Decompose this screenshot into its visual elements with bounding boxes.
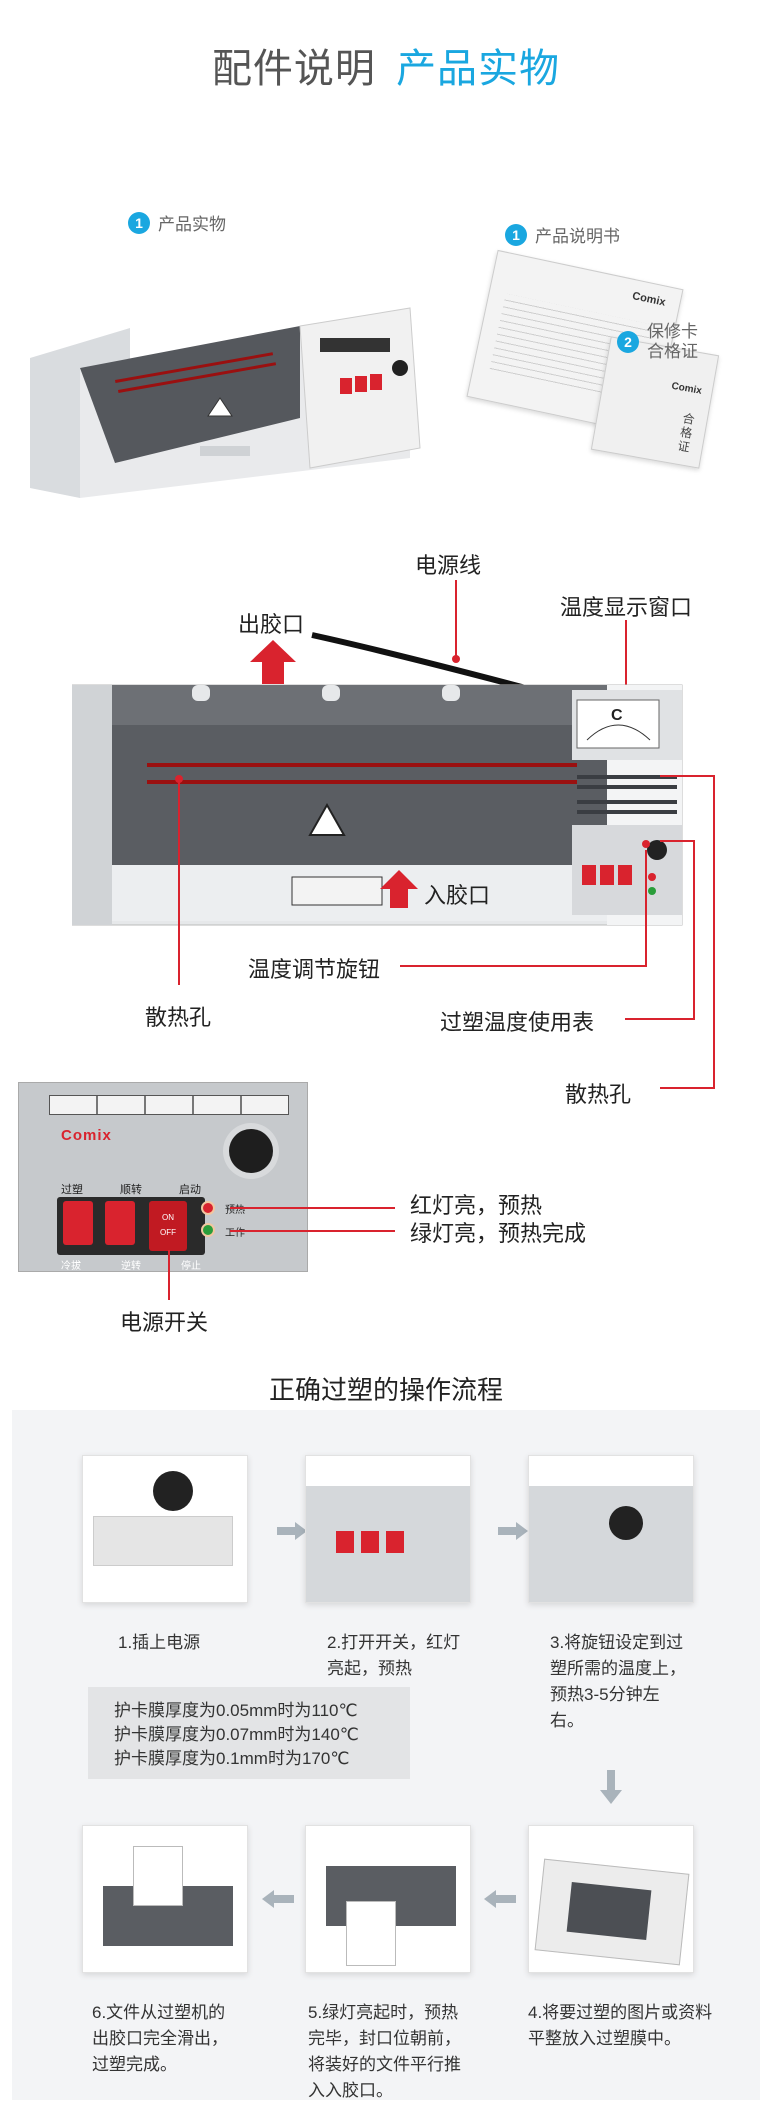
- switch-direction[interactable]: [105, 1201, 135, 1245]
- switch-label-start: 启动: [179, 1184, 201, 1196]
- page-title-gray: 配件说明: [211, 47, 376, 91]
- power-switch[interactable]: ON OFF: [149, 1201, 187, 1251]
- label-power-cord: 电源线: [415, 553, 482, 578]
- arrow-left-icon: [484, 1890, 516, 1908]
- green-lamp: [201, 1223, 215, 1237]
- accessory-warranty-label: 保修卡 合格证: [647, 322, 698, 362]
- step-4-image: [528, 1825, 694, 1973]
- product-photo: [30, 307, 421, 498]
- switch-label-cold: 冷拔: [61, 1261, 81, 1272]
- panel-brand: Comix: [61, 1127, 112, 1144]
- leader-vent-right-b: [660, 1087, 715, 1089]
- process-title: 正确过塑的操作流程: [268, 1375, 503, 1405]
- label-vent-right: 散热孔: [565, 1082, 632, 1107]
- power-off-label: OFF: [160, 1228, 176, 1237]
- label-meter: 过塑温度使用表: [440, 1010, 595, 1035]
- card-qualified-text: 合格证: [676, 411, 696, 455]
- gauge-letter: C: [611, 707, 623, 724]
- accessory-product-caption: 1 产品实物: [128, 210, 226, 235]
- step-2-text: 2.打开开关，红灯亮起，预热: [327, 1633, 461, 1678]
- manual-brand: Comix: [631, 290, 667, 309]
- switch-label-reverse: 逆转: [121, 1261, 141, 1272]
- leader-dot: [642, 840, 650, 848]
- leader-vent-right-h: [660, 775, 715, 777]
- leader-power-cord: [455, 580, 457, 660]
- accessory-manual-caption: 1 产品说明书: [505, 222, 620, 247]
- switch-label-laminate: 过塑: [61, 1184, 83, 1196]
- switch-label-forward: 顺转: [120, 1184, 142, 1196]
- step-2-image: [305, 1455, 471, 1603]
- step-3-image: [528, 1455, 694, 1603]
- leader-vent-left: [178, 780, 180, 985]
- power-on-label: ON: [162, 1213, 174, 1222]
- step-1-text: 1.插上电源: [118, 1633, 201, 1652]
- temp-notes-box: 护卡膜厚度为0.05mm时为110℃ 护卡膜厚度为0.07mm时为140℃ 护卡…: [88, 1687, 410, 1779]
- leader-red-light: [230, 1207, 395, 1209]
- leader-meter: [625, 1018, 695, 1020]
- accessory-warranty-caption: 2 保修卡 合格证: [617, 322, 698, 362]
- page-title-blue: 产品实物: [396, 47, 561, 91]
- step-6-text: 6.文件从过塑机的出胶口完全滑出，过塑完成。: [92, 2003, 228, 2074]
- leader-temp-window: [625, 620, 627, 708]
- leader-meter-v: [693, 840, 695, 1020]
- label-temp-knob: 温度调节旋钮: [248, 957, 381, 982]
- temp-note-2: 护卡膜厚度为0.07mm时为140℃: [114, 1725, 359, 1744]
- lamp-label-preheat: 预热: [225, 1205, 245, 1216]
- warranty-label-line1: 保修卡: [647, 322, 698, 341]
- panel-knob: [229, 1129, 273, 1173]
- leader-temp-knob: [400, 965, 646, 967]
- output-arrow: [250, 640, 296, 684]
- panel-switch-bottom-labels: 冷拔 逆转 停止: [61, 1257, 201, 1272]
- switch-laminate[interactable]: [63, 1201, 93, 1245]
- step-5-text: 5.绿灯亮起时，预热完毕，封口位朝前，将装好的文件平行推入入胶口。: [308, 2003, 461, 2100]
- page-title: 配件说明 产品实物: [0, 36, 772, 94]
- step-3-text: 3.将旋钮设定到过塑所需的温度上，预热3-5分钟左右。: [550, 1633, 686, 1730]
- label-green-light: 绿灯亮，预热完成: [410, 1221, 587, 1246]
- leader-vent-right-v: [713, 775, 715, 1089]
- temp-note-1: 护卡膜厚度为0.05mm时为110℃: [114, 1701, 358, 1720]
- arrow-left-icon: [262, 1890, 294, 1908]
- step-5-image: [305, 1825, 471, 1973]
- arrow-right-icon: [277, 1522, 307, 1540]
- accessory-product-label: 产品实物: [158, 215, 226, 234]
- step-6-image: [82, 1825, 248, 1973]
- label-vent-left: 散热孔: [145, 1005, 212, 1030]
- leader-meter-h: [660, 840, 695, 842]
- label-temp-window: 温度显示窗口: [560, 595, 693, 620]
- number-badge: 2: [617, 331, 639, 353]
- number-badge: 1: [505, 223, 527, 246]
- switch-label-stop: 停止: [181, 1261, 201, 1272]
- label-red-light: 红灯亮，预热: [410, 1193, 543, 1218]
- label-power-switch: 电源开关: [120, 1310, 209, 1335]
- label-input-slot: 入胶口: [424, 883, 491, 908]
- arrow-down-icon: [600, 1770, 622, 1804]
- accessory-manual-label: 产品说明书: [535, 227, 620, 246]
- leader-green-light: [230, 1230, 395, 1232]
- temp-note-3: 护卡膜厚度为0.1mm时为170℃: [114, 1749, 350, 1768]
- lamp-label-working: 工作: [225, 1228, 245, 1239]
- step-1-image: [82, 1455, 248, 1603]
- leader-dot: [175, 775, 183, 783]
- panel-switch-top-labels: 过塑 顺转 启动: [61, 1181, 201, 1197]
- leader-power-switch: [168, 1250, 170, 1300]
- card-brand: Comix: [670, 380, 703, 397]
- label-output-slot: 出胶口: [238, 612, 305, 637]
- panel-temp-table: [49, 1095, 289, 1115]
- number-badge: 1: [128, 211, 150, 234]
- warranty-label-line2: 合格证: [647, 342, 698, 361]
- arrow-right-icon: [498, 1522, 528, 1540]
- leader-dot: [452, 655, 460, 663]
- step-4-text: 4.将要过塑的图片或资料平整放入过塑膜中。: [528, 2003, 713, 2048]
- leader-temp-knob-v: [645, 850, 647, 967]
- panel-closeup: Comix 过塑 顺转 启动 ON OFF 冷拔 逆转 停止 预热 工作: [18, 1082, 308, 1272]
- red-lamp: [201, 1201, 215, 1215]
- input-arrow: [380, 870, 418, 908]
- laminator-diagram: [72, 632, 683, 926]
